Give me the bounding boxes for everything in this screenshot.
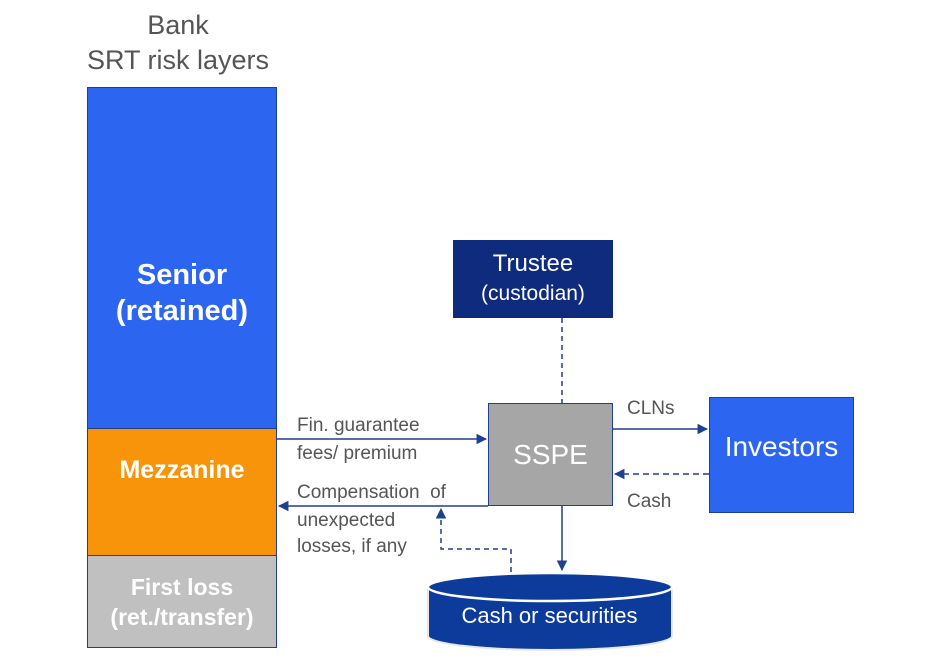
compensation-label-line1: Compensation of [297,482,446,503]
diagram-title-line2: SRT risk layers [86,45,270,75]
senior-tranche-label: Senior [136,259,228,291]
sspe-box: SSPE [488,403,613,506]
compensation-label-line3: losses, if any [297,536,407,557]
first-loss-tranche-label: First loss [130,573,234,600]
collateral-cylinder [426,571,674,651]
collateral-label: Cash or securities [461,603,638,628]
trustee-box: Trustee (custodian) [453,240,613,318]
sspe-label: SSPE [513,438,588,470]
cash-label: Cash [627,491,672,512]
trustee-sublabel: (custodian) [481,282,585,305]
first-loss-tranche-sublabel: (ret./transfer) [110,603,254,630]
compensation-label-line2: unexpected [297,510,396,531]
senior-tranche: Senior (retained) [87,87,277,429]
guarantee-fees-label-line1: Fin. guarantee [297,415,420,436]
mezzanine-tranche: Mezzanine [87,428,277,556]
trustee-label: Trustee [492,250,574,277]
diagram-title-line1: Bank [147,10,209,40]
first-loss-tranche: First loss (ret./transfer) [87,555,277,648]
collateral-compensation-arrow [435,507,512,572]
investors-label: Investors [724,431,839,462]
guarantee-fees-label-line2: fees/ premium [297,443,418,464]
clns-label: CLNs [627,398,675,419]
senior-tranche-sublabel: (retained) [115,295,249,327]
investors-box: Investors [709,397,854,513]
mezzanine-tranche-label: Mezzanine [119,455,245,484]
